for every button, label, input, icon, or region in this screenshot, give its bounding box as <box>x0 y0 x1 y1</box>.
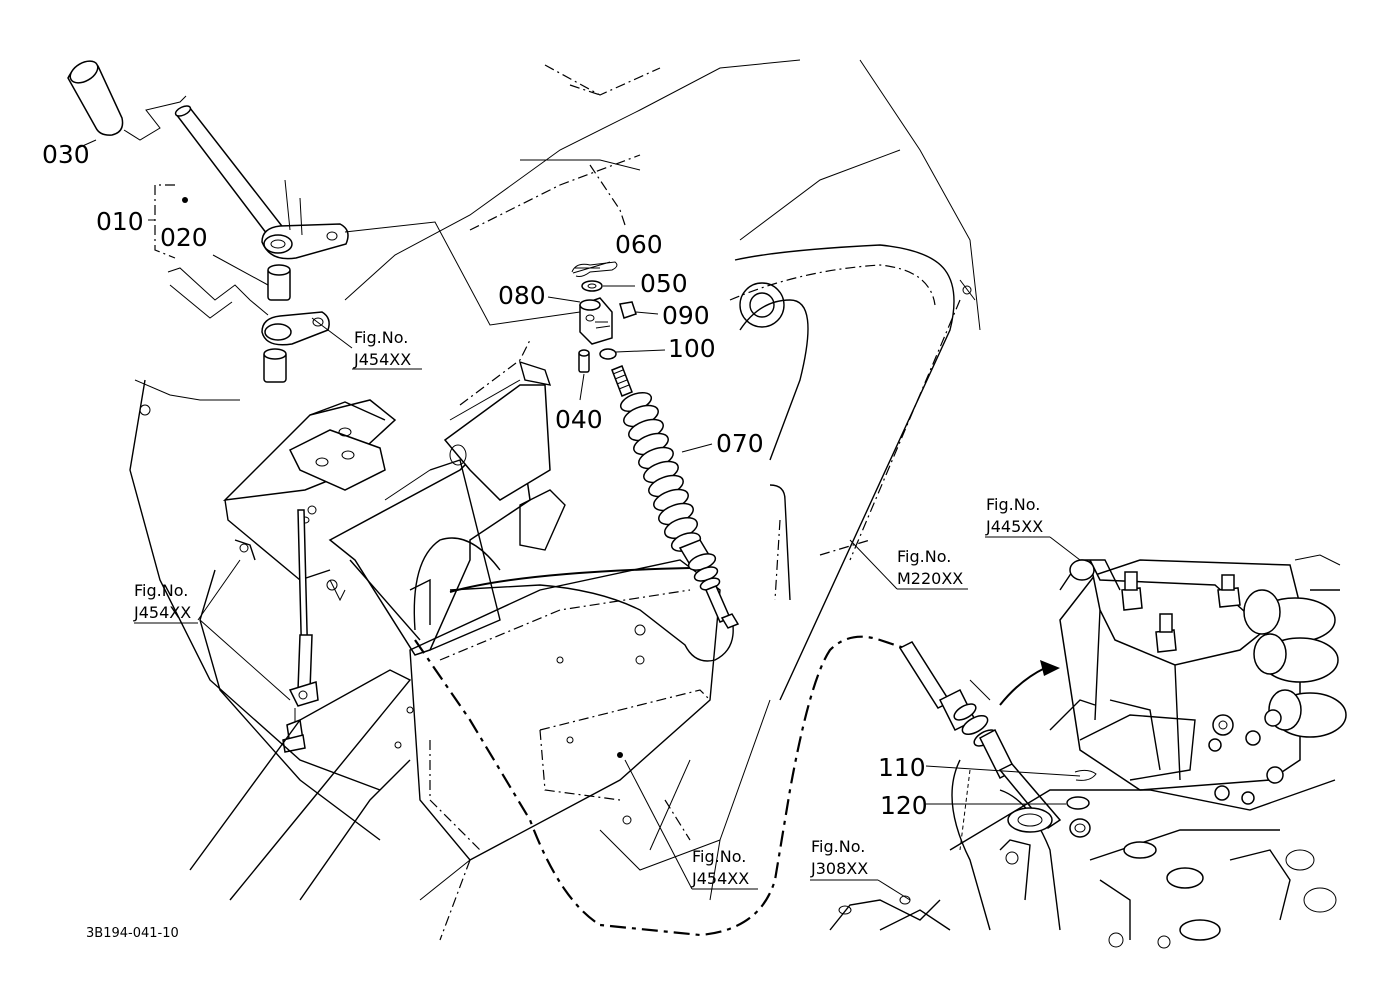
callout-110: 110 <box>878 753 926 782</box>
nut-090 <box>619 301 637 319</box>
callout-100: 100 <box>668 334 716 363</box>
fig-ref-4-label: Fig.No. <box>986 495 1040 514</box>
fig-ref-1-code: J454XX <box>353 350 411 369</box>
leader-lines <box>77 139 1081 901</box>
fig-ref-5-code: J308XX <box>810 859 868 878</box>
r-pin <box>571 261 618 277</box>
fig-ref-6-label: Fig.No. <box>692 847 746 866</box>
fig-ref-3-label: Fig.No. <box>897 547 951 566</box>
callout-050: 050 <box>640 269 688 298</box>
fig-ref-1-label: Fig.No. <box>354 328 408 347</box>
callout-030: 030 <box>42 140 90 169</box>
drawing-code: 3B194-041-10 <box>86 926 179 941</box>
callout-070: 070 <box>716 429 764 458</box>
fig-ref-3-code: M220XX <box>897 569 963 588</box>
control-cable <box>413 365 1062 937</box>
cable-boot <box>619 391 740 629</box>
callouts: 030 010 020 060 050 080 090 100 040 070 … <box>42 140 928 820</box>
movement-arrow <box>999 667 1046 706</box>
fig-ref-2-label: Fig.No. <box>134 581 188 600</box>
fig-ref-6-code: J454XX <box>691 869 749 888</box>
callout-080: 080 <box>498 281 546 310</box>
mounting-bracket <box>129 339 566 901</box>
callout-040: 040 <box>555 405 603 434</box>
callout-120: 120 <box>880 791 928 820</box>
callout-010: 010 <box>96 207 144 236</box>
figure-references: Fig.No. J454XX Fig.No. J454XX Fig.No. M2… <box>133 328 1043 888</box>
body-outline <box>344 59 981 901</box>
lever-assembly <box>67 60 349 383</box>
washer-100 <box>599 348 617 360</box>
fig-ref-2-code: J454XX <box>133 603 191 622</box>
callout-060: 060 <box>615 230 663 259</box>
callout-020: 020 <box>160 223 208 252</box>
fig-ref-4-code: J445XX <box>985 517 1043 536</box>
floor-plate <box>409 559 721 941</box>
cable-hardware <box>344 221 637 373</box>
control-valve <box>829 554 1347 949</box>
washer-050 <box>581 280 603 292</box>
fig-ref-5-label: Fig.No. <box>811 837 865 856</box>
washer-120 <box>1066 796 1090 810</box>
split-pin <box>1074 769 1097 781</box>
lever-shaft <box>174 107 287 239</box>
callout-090: 090 <box>662 301 710 330</box>
